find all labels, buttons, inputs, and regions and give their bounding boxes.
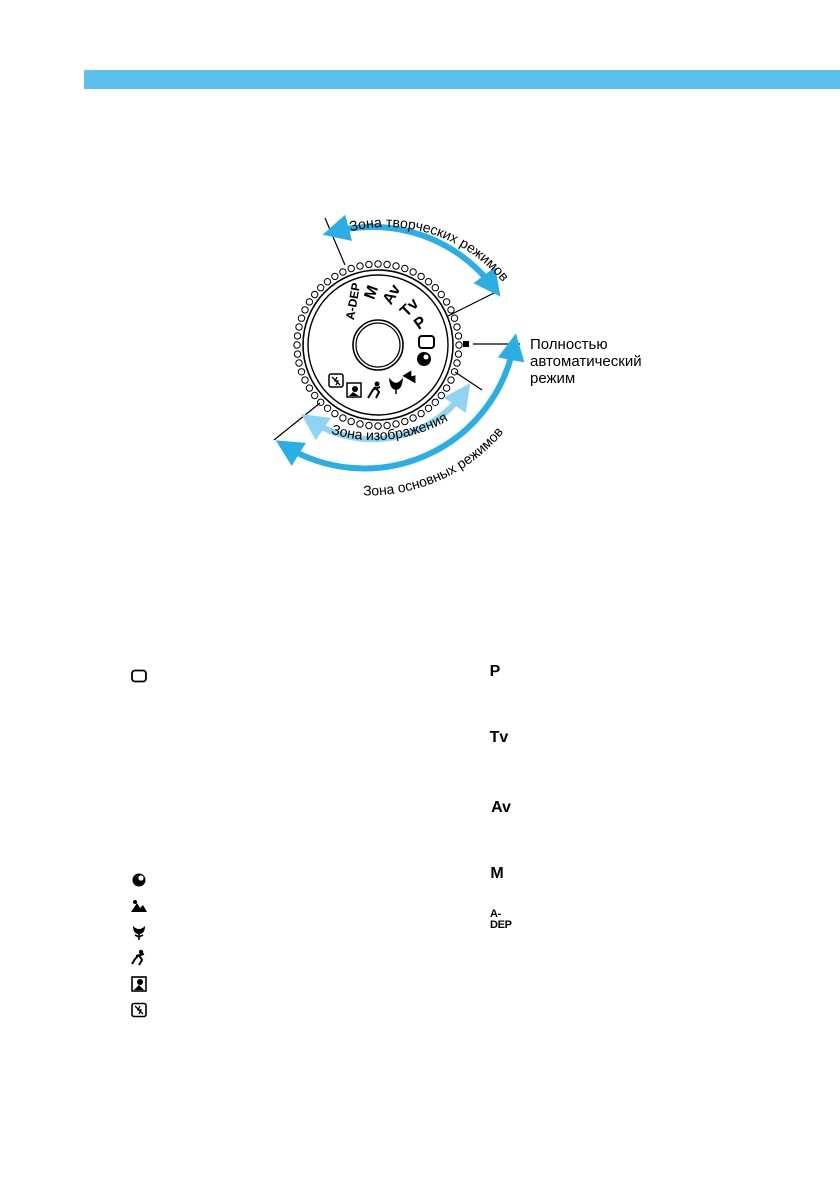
full-auto-icon	[131, 669, 147, 683]
dial-knurl-bump	[431, 284, 439, 292]
dial-knurl-bump	[331, 409, 339, 418]
full-auto-mode-item	[126, 666, 152, 686]
adep-mode-item: A-DEP	[490, 908, 516, 931]
dial-knurl-bump	[431, 398, 439, 406]
dial-knurl-bump	[305, 298, 314, 306]
dial-center-outer	[352, 319, 404, 371]
dial-knurl-bump	[450, 314, 459, 322]
night-portrait-icon	[131, 976, 147, 992]
dial-landscape-icon	[402, 370, 416, 384]
dial-knurl-bump	[301, 376, 309, 384]
dial-knurl-bump	[454, 350, 463, 358]
dial-knurl-bump	[317, 284, 325, 292]
sports-mode-item	[126, 948, 152, 968]
dial-sports-icon	[367, 381, 381, 399]
dial-knurl-bump	[401, 264, 409, 273]
image-zone-leader-right	[454, 371, 483, 391]
aperture-priority-symbol: Av	[491, 799, 511, 816]
night-portrait-mode-item	[126, 974, 152, 994]
creative-zone-arrow	[322, 214, 501, 297]
close-up-icon	[133, 926, 145, 940]
dial-knurl-bump	[311, 290, 319, 299]
aperture-priority-mode-item: Av	[488, 798, 514, 818]
dial-symbol-adep: A-DEP	[343, 282, 363, 321]
program-mode-symbol: P	[489, 663, 501, 680]
portrait-icon	[132, 873, 146, 887]
dial-knurl-bump	[447, 306, 455, 314]
flash-off-icon	[131, 1002, 147, 1018]
manual-mode-symbol: M	[490, 865, 504, 882]
basic-zone-arrow	[275, 333, 525, 472]
dial-knurl-bump	[374, 260, 382, 268]
dial-symbol-p: P	[411, 313, 430, 333]
dial-knurl-bump	[417, 272, 425, 281]
dial-knurl-bump	[383, 260, 391, 269]
dial-knurl-bump	[301, 306, 309, 314]
full-auto-label-line1: Полностью	[530, 336, 608, 353]
dial-knurl-bump	[347, 264, 355, 273]
flash-off-mode-item	[126, 1000, 152, 1020]
dial-knurl-bump	[450, 368, 459, 376]
dial-index-mark	[463, 341, 469, 347]
dial-knurl-bump	[454, 332, 463, 340]
creative-zone-leader-right	[447, 291, 497, 317]
dial-center-inner	[355, 322, 401, 368]
dial-knurl-bump	[311, 391, 319, 400]
creative-zone-leader-left	[324, 217, 346, 266]
dial-knurl-bump	[293, 350, 302, 358]
full-auto-label-line2: автоматический	[530, 353, 642, 370]
dial-portrait-icon	[417, 352, 431, 366]
dial-knurl-bump	[437, 391, 445, 400]
dial-flash-off-icon	[328, 373, 344, 388]
dial-knurl-bump	[409, 414, 417, 422]
dial-knurl-bump	[293, 332, 302, 340]
dial-knurl-bump	[409, 268, 417, 276]
dial-close-up-icon	[388, 377, 404, 394]
dial-knurl-bump	[442, 384, 451, 392]
dial-knurl-bump	[305, 384, 314, 392]
header-bar	[84, 70, 840, 89]
portrait-mode-item	[126, 870, 152, 890]
sports-icon	[131, 949, 145, 966]
dial-night-portrait-icon	[346, 382, 362, 398]
manual-mode-item: M	[484, 864, 510, 884]
creative-zone-label: Зона творческих режимов	[348, 214, 513, 284]
dial-knurl-bump	[347, 417, 355, 426]
shutter-priority-symbol: Tv	[489, 729, 509, 746]
dial-knurl-bump	[392, 262, 400, 270]
dial-symbol-m: M	[362, 283, 383, 301]
dial-knurl-bump	[424, 404, 433, 412]
dial-knurl-bump	[417, 409, 425, 418]
dial-knurl-bump	[453, 323, 461, 331]
shutter-priority-mode-item: Tv	[486, 728, 512, 748]
landscape-mode-item	[126, 896, 152, 916]
dial-knurl-bump	[297, 368, 306, 376]
dial-knurl-bump	[424, 278, 433, 286]
dial-knurl-bump	[339, 268, 347, 276]
dial-knurl-bump	[447, 376, 455, 384]
dial-knurl-bump	[293, 341, 301, 349]
dial-knurl-bump	[442, 298, 451, 306]
dial-full-auto-icon	[418, 335, 435, 349]
dial-knurl-bump	[339, 414, 347, 422]
full-auto-label-line3: режим	[530, 370, 575, 387]
dial-knurl-bump	[356, 262, 364, 270]
dial-knurl-bump	[365, 260, 373, 269]
dial-knurl-bump	[323, 278, 332, 286]
dial-knurl-bump	[455, 341, 463, 349]
landscape-icon	[131, 900, 147, 912]
dial-knurl-bump	[453, 359, 461, 367]
dial-knurl-bump	[295, 359, 303, 367]
dial-knurl-bump	[295, 323, 303, 331]
dial-knurl-bump	[297, 314, 306, 322]
adep-mode-symbol: A-DEP	[490, 908, 512, 931]
close-up-mode-item	[126, 922, 152, 942]
program-mode-item: P	[482, 662, 508, 682]
mode-dial-figure: Зона творческих режимов Зона изображения…	[273, 214, 642, 498]
dial-knurl-bump	[331, 272, 339, 281]
dial-knurl-bump	[437, 290, 445, 299]
dial-knurl-bump	[323, 404, 332, 412]
